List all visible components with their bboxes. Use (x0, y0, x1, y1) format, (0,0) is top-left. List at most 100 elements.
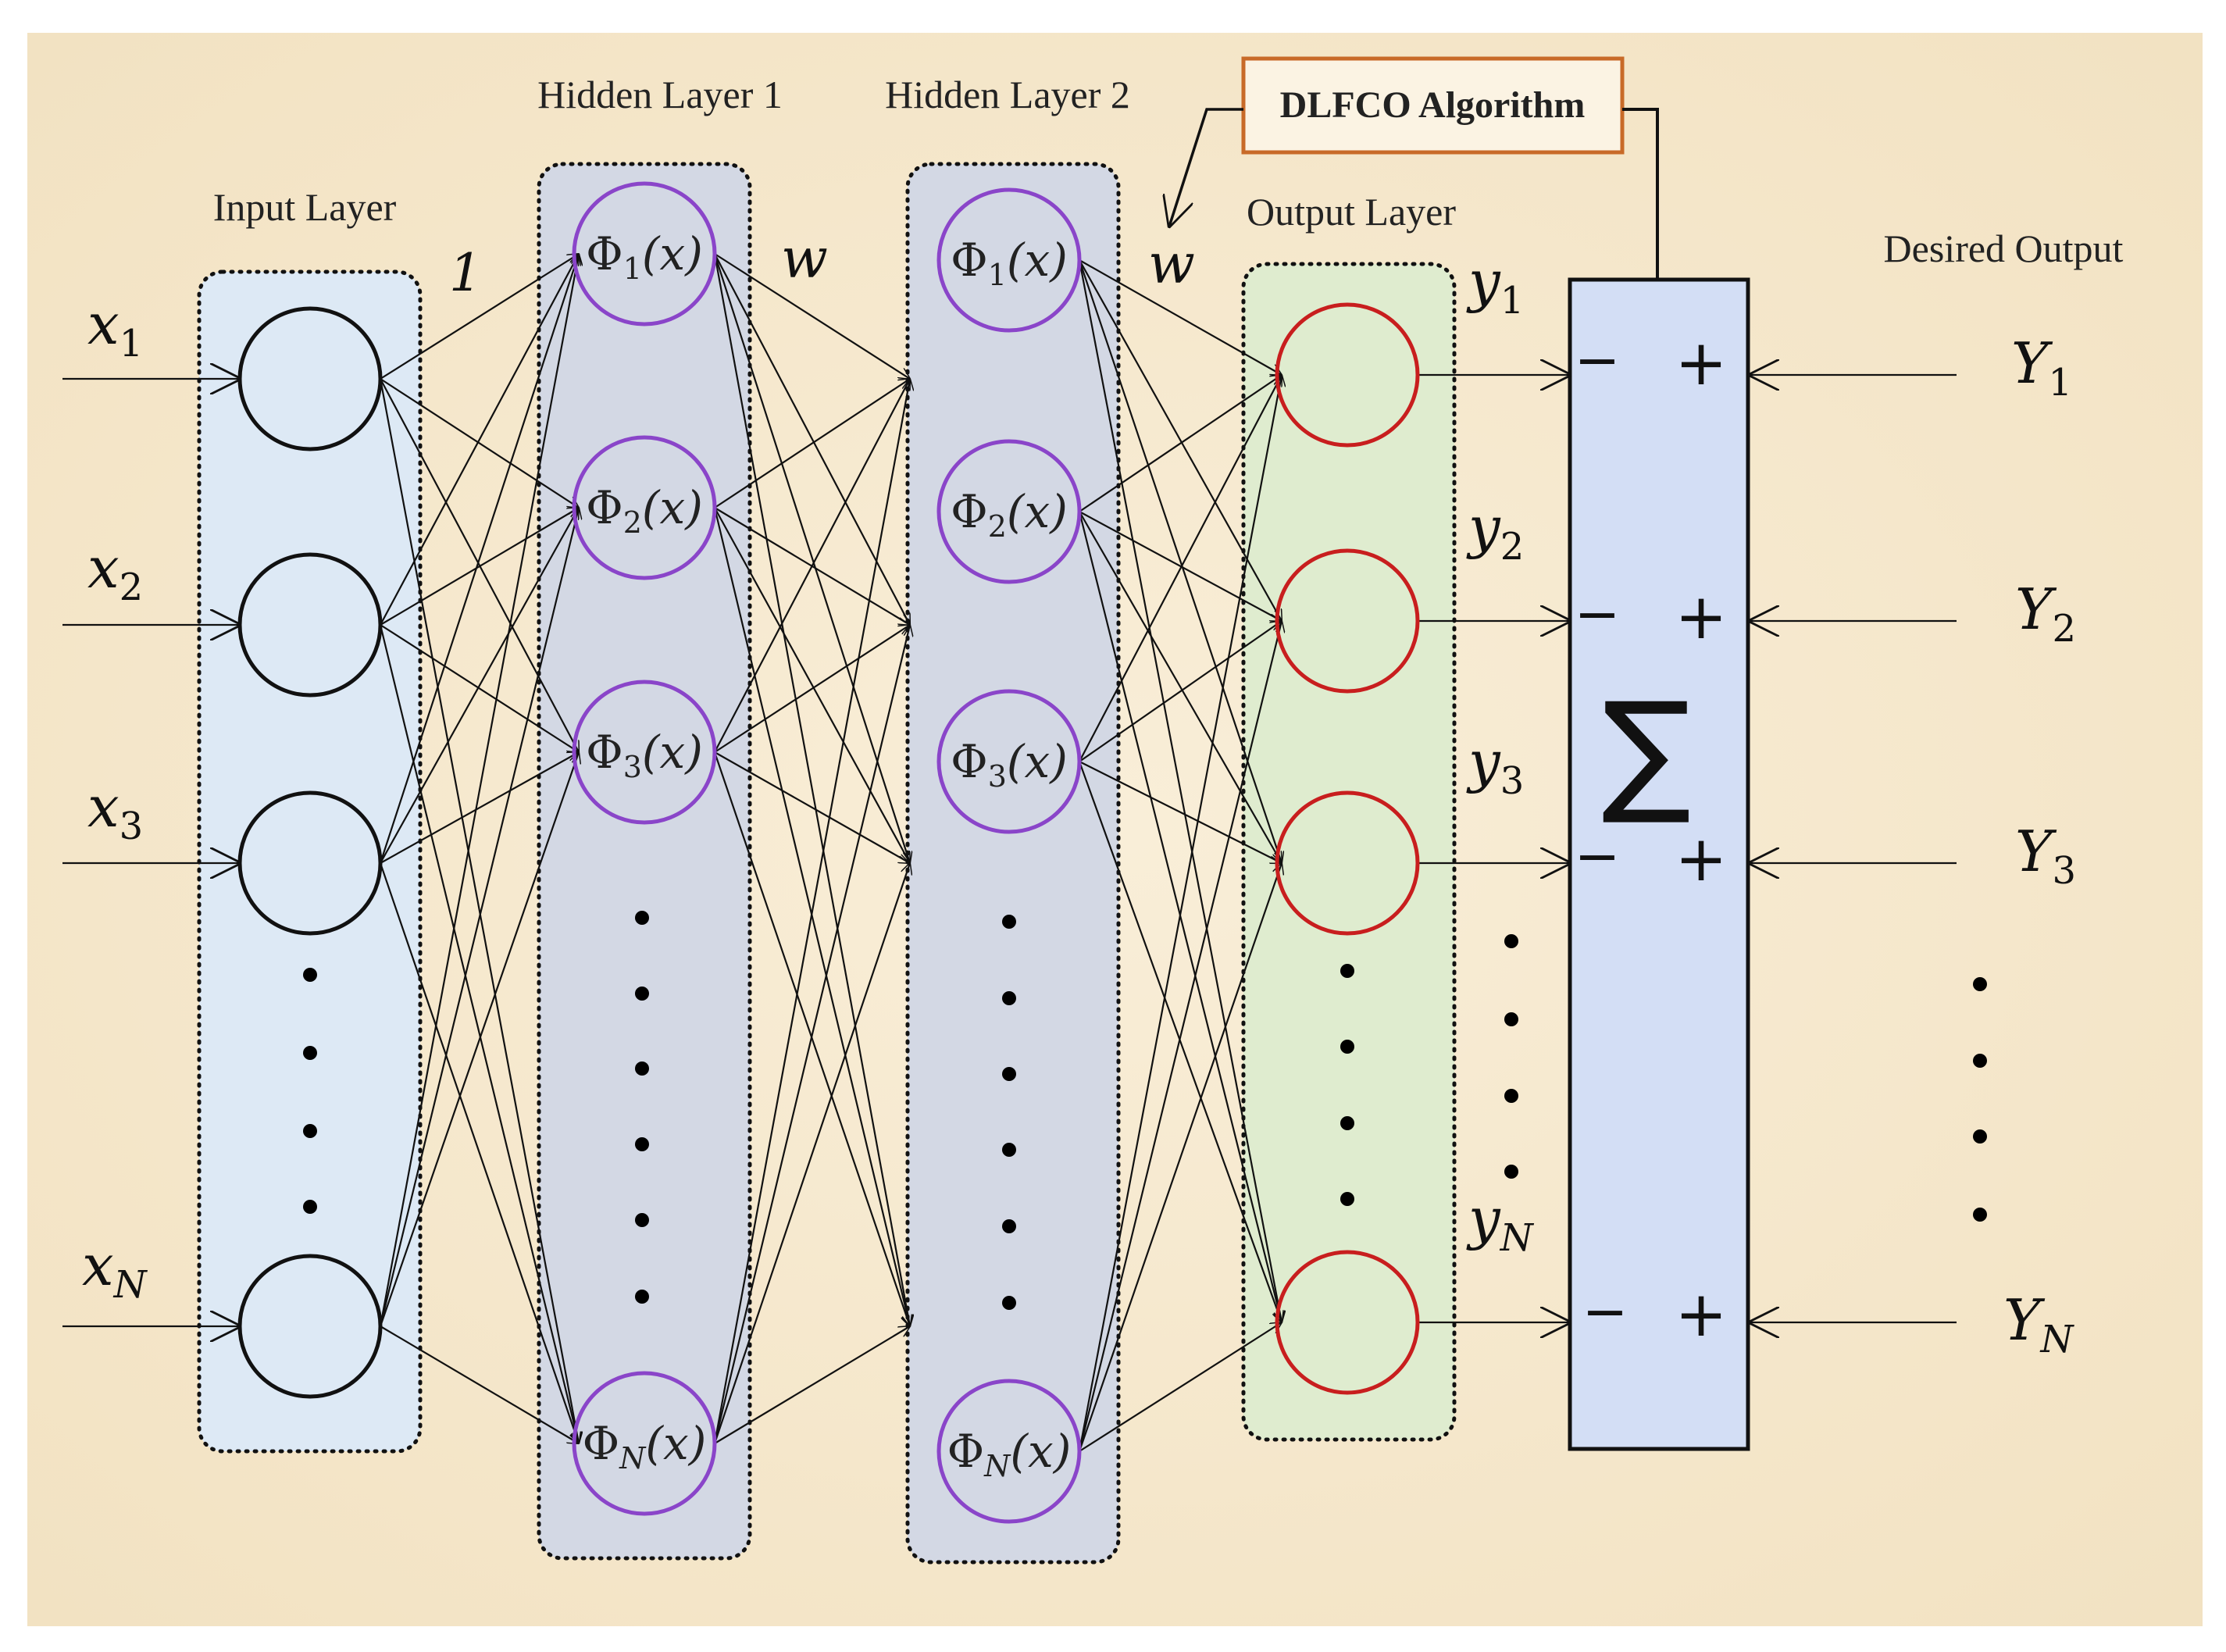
output-layer-panel (1241, 262, 1457, 1442)
output-layer-title: Output Layer (1247, 190, 1456, 234)
plus-sign-1: + (1675, 326, 1727, 399)
hidden-2-node-3-sub: 3 (988, 759, 1007, 794)
svg-text:Φ1(x): Φ1(x) (586, 227, 703, 286)
connection-line-31 (714, 1326, 910, 1444)
algorithm-label: DLFCO Algorithm (1280, 84, 1586, 126)
input-label-1: x1 (87, 291, 143, 366)
hidden-1-node-3-arg: (x) (642, 726, 703, 779)
connection-line-4 (380, 254, 579, 626)
svg-text:ΦN(x): ΦN(x) (947, 1425, 1072, 1483)
input-label-1-base: x (87, 291, 120, 357)
desired-label-3-base: Y (2015, 819, 2057, 884)
hidden-2-node-n-symbol: Φ (947, 1425, 985, 1478)
output-label-2: y2 (1466, 494, 1524, 569)
desired-label-1: Y1 (2011, 330, 2072, 405)
desired-label-1-base: Y (2011, 330, 2053, 396)
svg-text:Φ3(x): Φ3(x) (586, 726, 703, 784)
desired-label-n-base: Y (2003, 1287, 2046, 1353)
connection-line-17 (714, 253, 910, 625)
input-label-2-base: x (87, 535, 120, 601)
output-ellipsis (1340, 964, 1354, 1206)
output-label-ellipsis (1504, 934, 1518, 1179)
hidden-1-node-3: Φ3(x) (572, 680, 717, 825)
hidden-1-node-1-symbol: Φ (586, 227, 623, 280)
connection-line-22 (714, 507, 910, 863)
hidden-1-ellipsis (635, 911, 649, 1304)
input-layer-title: Input Layer (213, 185, 397, 229)
output-label-2-base: y (1466, 494, 1501, 560)
desired-label-n-sub: N (2040, 1318, 2075, 1361)
connection-line-10 (380, 752, 579, 864)
input-label-n-base: x (82, 1233, 114, 1298)
desired-ellipsis (1973, 977, 1987, 1222)
output-label-n-base: y (1466, 1186, 1501, 1251)
hidden-2-node-1: Φ1(x) (936, 187, 1082, 333)
connection-line-6 (380, 624, 579, 752)
connection-lines (62, 253, 1957, 1452)
hidden-layer-1-panel (537, 162, 752, 1561)
connection-line-11 (379, 862, 579, 1443)
output-label-3: y3 (1466, 729, 1524, 803)
hidden-1-node-n-sub: N (619, 1441, 647, 1475)
svg-text:Φ1(x): Φ1(x) (951, 234, 1068, 292)
connection-line-43 (1078, 761, 1282, 1322)
output-label-1: y1 (1466, 248, 1524, 323)
connection-line-38 (1079, 511, 1282, 863)
output-node-1 (1275, 302, 1420, 448)
connection-line-14 (379, 752, 579, 1327)
weight-label-input: 1 (449, 243, 482, 303)
output-label-3-base: y (1466, 729, 1501, 794)
connection-line-33 (1079, 259, 1282, 621)
connection-line-32 (1079, 259, 1282, 375)
svg-text:ΦN(x): ΦN(x) (583, 1417, 707, 1475)
hidden-2-node-n-sub: N (983, 1449, 1011, 1483)
connection-line-44 (1078, 375, 1282, 1452)
output-label-n-sub: N (1500, 1216, 1535, 1260)
svg-text:Φ2(x): Φ2(x) (586, 481, 703, 540)
hidden-1-node-n-symbol: Φ (583, 1417, 620, 1470)
input-label-n-sub: N (113, 1263, 148, 1307)
input-label-1-sub: 1 (120, 322, 144, 366)
hidden-2-node-1-sub: 1 (988, 258, 1007, 292)
connection-line-12 (379, 254, 579, 1327)
connection-line-24 (714, 379, 910, 753)
hidden-2-node-2: Φ2(x) (936, 439, 1082, 584)
connection-line-29 (713, 625, 910, 1444)
output-label-3-sub: 3 (1500, 759, 1525, 803)
input-layer-panel (197, 269, 423, 1454)
connection-line-26 (714, 751, 910, 863)
connection-line-27 (713, 751, 910, 1326)
connection-line-1 (380, 378, 579, 508)
output-node-3 (1275, 790, 1420, 936)
hidden-layer-1-title: Hidden Layer 1 (537, 73, 783, 116)
input-label-2-sub: 2 (120, 566, 144, 609)
input-ellipsis (303, 968, 317, 1214)
algorithm-box[interactable] (1241, 56, 1625, 155)
connection-line-36 (1079, 375, 1282, 512)
weight-label-output: w (1148, 232, 1195, 296)
output-node-2 (1275, 548, 1420, 694)
connection-line-30 (713, 863, 910, 1444)
connection-line-16 (714, 253, 910, 379)
hidden-1-node-3-symbol: Φ (586, 726, 623, 779)
output-label-2-sub: 2 (1500, 525, 1525, 569)
hidden-2-node-1-symbol: Φ (951, 234, 988, 287)
desired-label-2-sub: 2 (2053, 607, 2077, 651)
desired-label-3-sub: 3 (2053, 849, 2077, 893)
desired-label-2-base: Y (2015, 576, 2057, 642)
hidden-1-node-2-symbol: Φ (586, 481, 623, 534)
connection-line-28 (713, 379, 910, 1444)
desired-label-n: YN (2003, 1287, 2075, 1361)
hidden-layer-2-title: Hidden Layer 2 (885, 73, 1130, 116)
connection-line-9 (380, 508, 579, 864)
hidden-2-node-3-symbol: Φ (951, 735, 988, 788)
connection-line-0 (380, 254, 579, 380)
connection-line-23 (713, 507, 910, 1326)
hidden-2-node-2-symbol: Φ (951, 485, 988, 538)
hidden-1-node-2-arg: (x) (642, 481, 703, 534)
sum-symbol: ∑ (1602, 674, 1692, 829)
input-node-2 (237, 552, 383, 698)
connection-line-35 (1078, 259, 1282, 1322)
hidden-layer-2-panel (905, 162, 1121, 1565)
